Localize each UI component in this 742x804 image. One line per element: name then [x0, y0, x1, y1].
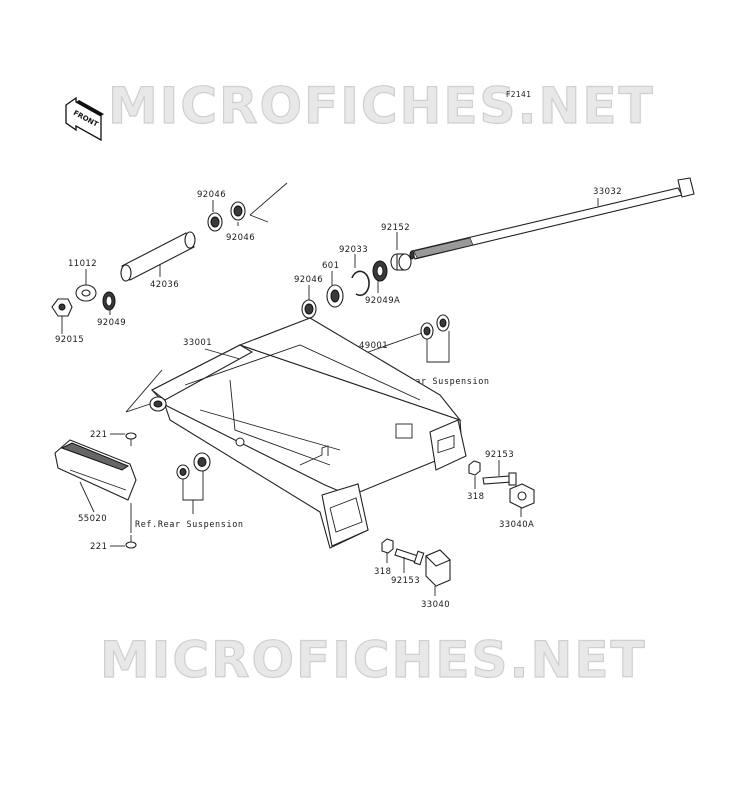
screw-221-top: [125, 432, 137, 446]
label-92046-mid: 92046: [226, 233, 255, 243]
label-92015: 92015: [55, 335, 84, 345]
screw-221-bottom: [125, 535, 137, 549]
front-arrow-icon: FRONT: [65, 96, 104, 142]
chain-guard-55020: [54, 439, 137, 501]
label-318-right: 318: [467, 492, 484, 502]
nut-318-bottom: [381, 538, 394, 554]
circlip-92033: [351, 270, 370, 297]
label-33040: 33040: [421, 600, 450, 610]
seal-92049a: [372, 260, 388, 282]
cap-11012: [75, 284, 97, 302]
label-49001: 49001: [359, 341, 388, 351]
block-33040a: [509, 483, 535, 509]
diagram-code: F2141: [506, 90, 531, 99]
label-33001: 33001: [183, 338, 212, 348]
label-92153-bottom: 92153: [391, 576, 420, 586]
bushing-rear-suspension-left: [176, 452, 211, 480]
label-42036: 42036: [150, 280, 179, 290]
watermark-bottom: MICROFICHES.NET: [100, 631, 647, 689]
label-33032: 33032: [593, 187, 622, 197]
bushing-rear-suspension-right: [420, 314, 450, 340]
label-92153-right: 92153: [485, 450, 514, 460]
watermark-top: MICROFICHES.NET: [108, 77, 655, 135]
label-33040a: 33040A: [499, 520, 534, 530]
bolt-92153-bottom: [394, 548, 425, 566]
axle-33032: [409, 177, 695, 260]
label-221-top: 221: [90, 430, 107, 440]
label-92049a: 92049A: [365, 296, 400, 306]
bolt-92153-right: [482, 472, 517, 486]
ref-rear-suspension-left: Ref.Rear Suspension: [135, 520, 244, 530]
swingarm-33001: [149, 317, 467, 549]
block-33040: [425, 549, 451, 587]
collar-92152: [390, 253, 412, 271]
label-92152: 92152: [381, 223, 410, 233]
bearing-601: [326, 284, 344, 308]
sleeve-42036: [120, 231, 196, 282]
nut-318-right: [468, 460, 481, 476]
label-318-bottom: 318: [374, 567, 391, 577]
bearing-92046-pair: [207, 201, 246, 232]
label-601: 601: [322, 261, 339, 271]
label-92046-top: 92046: [197, 190, 226, 200]
label-92033: 92033: [339, 245, 368, 255]
seal-92049: [102, 291, 116, 311]
ref-rear-suspension-right: Ref.Rear Suspension: [381, 377, 490, 387]
label-11012: 11012: [68, 259, 97, 269]
label-221-bottom: 221: [90, 542, 107, 552]
label-92046-lower: 92046: [294, 275, 323, 285]
nut-92015: [51, 298, 73, 317]
bearing-92046-lower: [301, 299, 317, 319]
label-92049: 92049: [97, 318, 126, 328]
label-55020: 55020: [78, 514, 107, 524]
